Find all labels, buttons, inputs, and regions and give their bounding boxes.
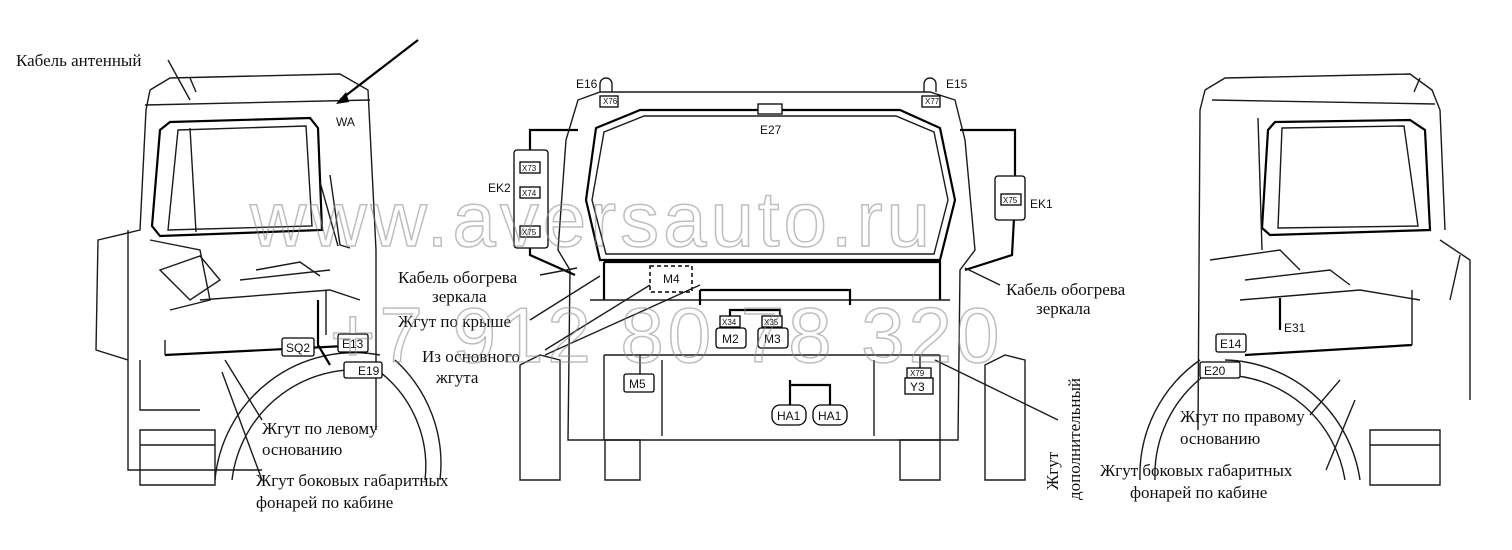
x77-label: X77 [925,97,940,106]
left-base-label-2: основанию [262,440,343,459]
ek1-label: EK1 [1030,197,1053,211]
m3-motor [757,327,789,349]
mirror-heat-left-label-2: зеркала [432,287,487,306]
right-base-label-1: Жгут по правому [1180,407,1305,426]
sq2-switch [281,337,315,357]
m5-label: M5 [629,377,646,391]
side-lamps-right-label-1: Жгут боковых габаритных [1100,461,1293,480]
x34-label: X34 [722,318,737,327]
x73-label: X73 [522,164,537,173]
wa-label: WA [336,115,355,129]
side-lamps-right-label-2: фонарей по кабине [1130,483,1267,502]
from-main-label-1: Из основного [422,347,520,366]
left-base-label-1: Жгут по левому [262,419,378,438]
m2-motor [715,327,747,349]
e19-label: E19 [358,364,380,378]
roof-harness-label: Жгут по крыше [398,312,511,331]
y3-label: Y3 [910,380,925,394]
from-main-label-2: жгута [435,368,479,387]
antenna-cable-label: Кабель антенный [16,51,141,70]
ha1-left-label: HA1 [777,409,801,423]
right-cab [1139,73,1471,486]
left-side-lamps-leader [221,371,263,481]
e20-lamp [1199,361,1241,379]
x73-connector [519,161,541,174]
e13-label: E13 [342,337,364,351]
e27-label: E27 [760,123,782,137]
m5-motor [623,373,655,393]
m2-label: M2 [722,332,739,346]
mirror-heat-left-label-1: Кабель обогрева [398,268,518,287]
mirror-heat-right-label-1: Кабель обогрева [1006,280,1126,299]
watermark-url: www.aversauto.ru [249,175,934,263]
x75-connector-right [1000,193,1022,206]
m3-label: M3 [764,332,781,346]
right-base-label-2: основанию [1180,429,1261,448]
antenna-leader [167,59,191,101]
x75-connector-left [519,225,541,238]
mirror-heat-right-label-2: зеркала [1036,299,1091,318]
e14-lamp [1215,333,1247,353]
ek2-heater [513,149,549,249]
side-lamps-left-label-1: Жгут боковых габаритных [256,471,449,490]
e16-label: E16 [576,77,598,91]
sq2-label: SQ2 [286,341,310,355]
e14-label: E14 [1220,337,1242,351]
x75-label-right: X75 [1003,196,1018,205]
m4-label: M4 [663,272,680,286]
ha1-horn-left [771,404,807,426]
e20-label: E20 [1204,364,1226,378]
ek2-label: EK2 [488,181,511,195]
watermark-phone: +7 912 80 78 320 [330,291,1003,379]
left-base-leader [224,359,263,421]
center-cab [519,77,1059,481]
e13-lamp [337,333,369,353]
x74-connector [519,186,541,199]
x34-connector [719,315,741,328]
ha1-horn-right [812,404,848,426]
x76-label: X76 [603,97,618,106]
x35-label: X35 [764,318,779,327]
x75-label-left: X75 [522,228,537,237]
side-lamps-left-label-2: фонарей по кабине [256,493,393,512]
e31-label: E31 [1284,321,1306,335]
e15-label: E15 [946,77,968,91]
additional-harness-label-2: дополнительный [1065,378,1084,500]
x74-label: X74 [522,189,537,198]
x79-label: X79 [910,369,925,378]
x35-connector [761,315,783,328]
y3-valve [904,377,934,395]
ha1-right-label: HA1 [818,409,842,423]
additional-harness-label-1: Жгут [1043,451,1062,490]
e19-lamp [343,361,383,379]
